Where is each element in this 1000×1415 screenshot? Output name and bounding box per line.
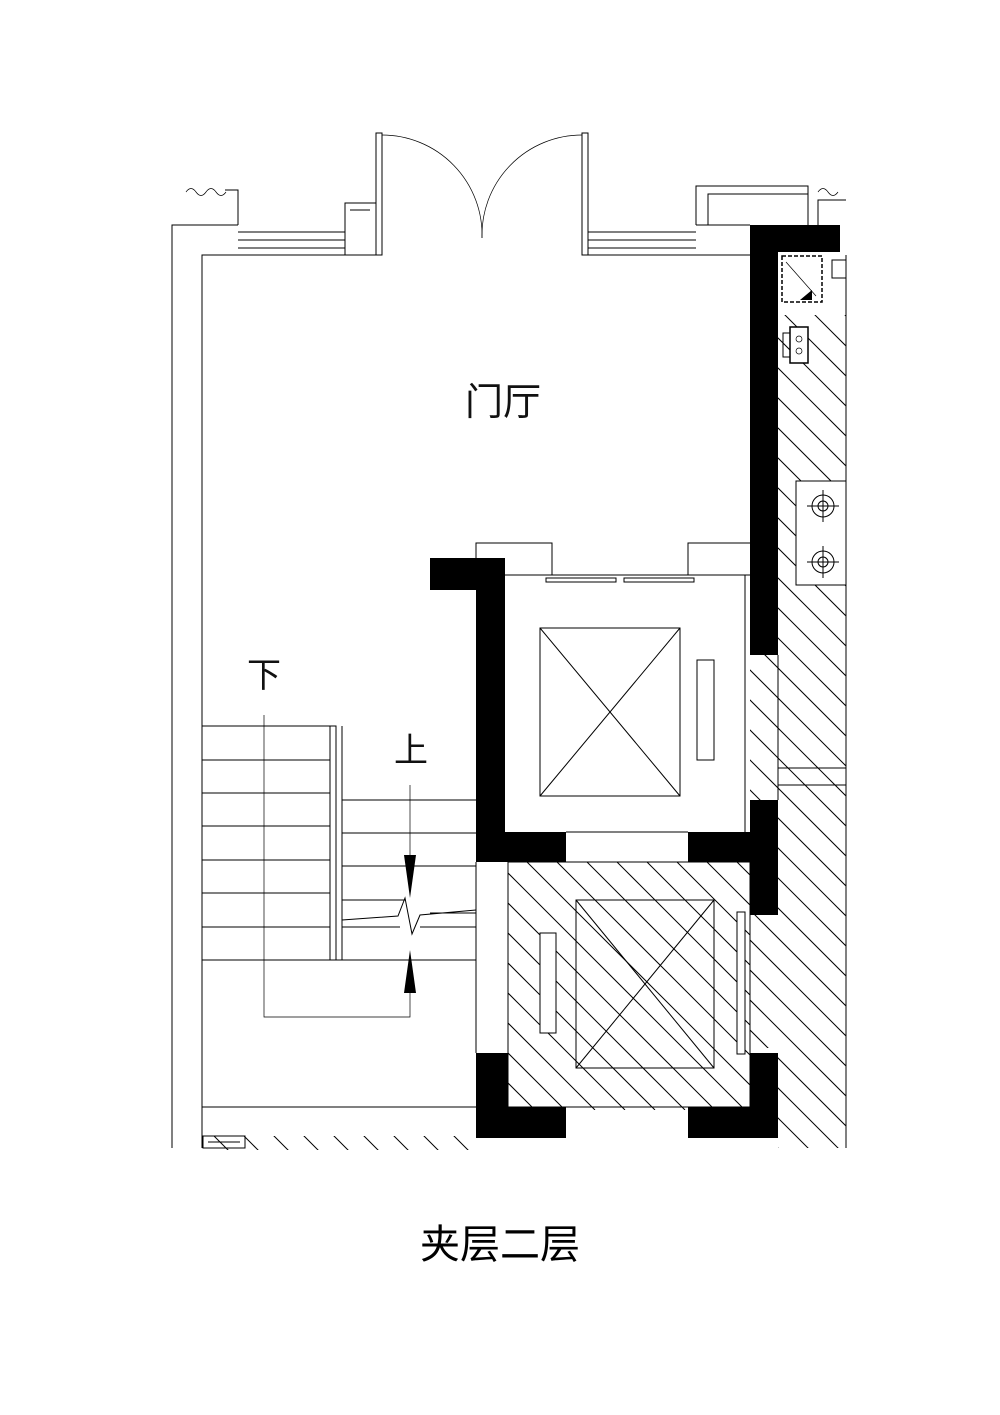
hatch-line — [393, 1136, 409, 1150]
hatch-line — [303, 1136, 319, 1150]
outer-boundary — [171, 224, 750, 1148]
foyer-label: 门厅 — [465, 380, 541, 424]
hatch-line — [273, 1136, 289, 1150]
hatch-line — [750, 315, 846, 1148]
right-zone-lines — [777, 255, 847, 1148]
hatch-line — [333, 1136, 349, 1150]
hatch-line — [706, 862, 750, 906]
walls — [430, 225, 840, 1138]
hatch-line — [750, 315, 846, 1148]
hatch-line — [750, 315, 846, 1148]
hatch-line — [508, 1022, 596, 1110]
hatch-line — [799, 315, 846, 1148]
hatch-line — [423, 1136, 439, 1150]
hatch-line — [646, 862, 750, 966]
staircase — [202, 715, 477, 1018]
hatch-line — [676, 862, 750, 936]
hatch-line — [182, 1134, 200, 1152]
hatch-line — [750, 315, 846, 1148]
hatch-line — [750, 315, 846, 1148]
hatch-line — [453, 1136, 469, 1150]
window-right — [588, 185, 846, 249]
stair-down-label: 下 — [247, 656, 281, 696]
hatch-line — [363, 1136, 379, 1150]
bottom-hatch-strip — [182, 1134, 469, 1152]
hatch-line — [750, 315, 846, 1148]
hatch-line — [829, 315, 846, 1148]
gas-stove-icon — [795, 480, 847, 586]
hatch-line — [750, 315, 846, 1148]
window-left — [185, 188, 377, 256]
vent-shaft — [781, 255, 847, 303]
hatch-line — [750, 315, 846, 1148]
entrance-double-door — [375, 132, 589, 256]
hatch-line — [750, 315, 846, 1148]
plan-caption: 夹层二层 — [420, 1222, 580, 1268]
elevator-shaft-upper — [475, 542, 750, 863]
hatch-line — [750, 315, 846, 1148]
stair-up-label: 上 — [394, 731, 428, 771]
hatch-line — [750, 315, 846, 1148]
hatch-line — [508, 1052, 566, 1110]
hatch-line — [526, 862, 750, 1086]
hatch-line — [586, 862, 750, 1026]
hatch-line — [255, 860, 505, 1110]
hatch-line — [556, 862, 750, 1056]
hatch-line — [213, 1136, 229, 1150]
gas-meter-icon — [782, 326, 809, 364]
elevator-shaft-lower — [475, 861, 751, 1108]
